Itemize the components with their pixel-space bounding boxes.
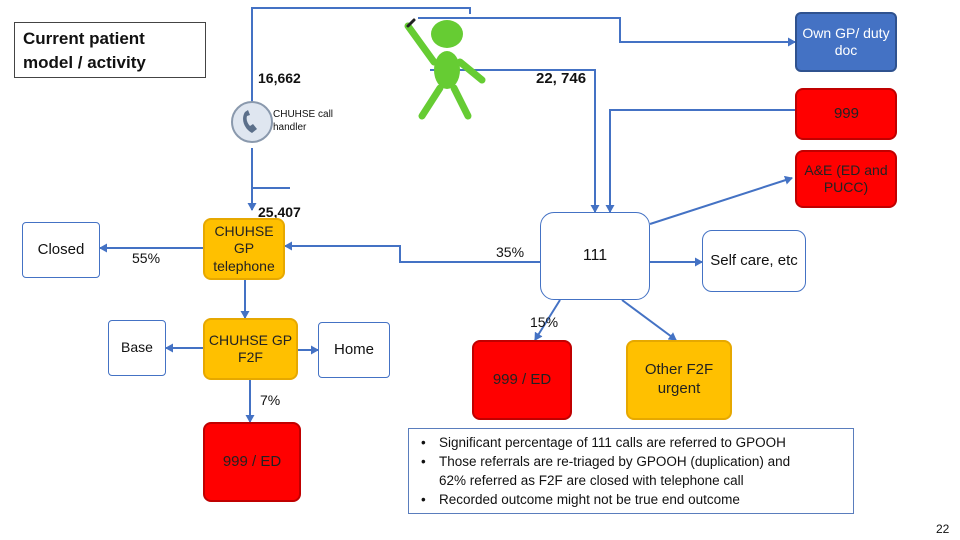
own-gp-box: Own GP/ duty doc	[795, 12, 897, 72]
other-f2f-box: Other F2F urgent	[626, 340, 732, 420]
notes-box: Significant percentage of 111 calls are …	[408, 428, 854, 514]
ed-111-box: 999 / ED	[472, 340, 572, 420]
count-16662: 16,662	[258, 70, 301, 86]
diagram-title: Current patient model / activity	[14, 22, 206, 78]
ae-box: A&E (ED and PUCC)	[795, 150, 897, 208]
self-care-box: Self care, etc	[702, 230, 806, 292]
page-number: 22	[936, 522, 950, 536]
box-111: 111	[540, 212, 650, 300]
count-22746: 22, 746	[536, 70, 587, 87]
percent-35: 35%	[496, 244, 525, 260]
base-box: Base	[108, 320, 166, 376]
home-box: Home	[318, 322, 390, 378]
patient-figure-icon	[404, 18, 486, 120]
closed-box: Closed	[22, 222, 100, 278]
percent-7: 7%	[260, 392, 281, 408]
call-handler-label: CHUHSE call handler	[273, 109, 334, 133]
note-item: Significant percentage of 111 calls are …	[421, 433, 847, 452]
note-item: Recorded outcome might not be true end o…	[421, 490, 847, 509]
gp-f2f-box: CHUHSE GP F2F	[203, 318, 298, 380]
telephone-icon	[231, 101, 273, 143]
percent-55: 55%	[132, 250, 161, 266]
note-item: Those referrals are re-triaged by GPOOH …	[421, 452, 847, 490]
gp-telephone-box: CHUHSE GP telephone	[203, 218, 285, 280]
percent-15: 15%	[530, 314, 559, 330]
count-25407: 25,407	[258, 204, 301, 220]
box-999: 999	[795, 88, 897, 140]
ed-f2f-box: 999 / ED	[203, 422, 301, 502]
